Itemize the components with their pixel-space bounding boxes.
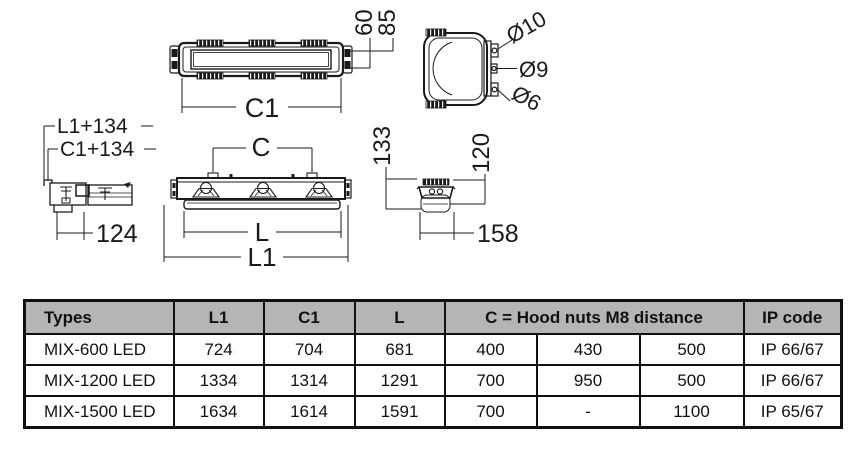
cell-l1: 1334 xyxy=(172,364,265,397)
dim-label-60: 60 xyxy=(351,9,378,36)
table-row: MIX-600 LED 724 704 681 400 430 500 IP 6… xyxy=(23,333,843,366)
cell-cc: 500 xyxy=(638,364,745,397)
table-header-row: Types L1 C1 L C = Hood nuts M8 distance … xyxy=(23,299,843,335)
end-profile-drawing: 133 120 158 xyxy=(369,126,519,248)
spec-table: Types L1 C1 L C = Hood nuts M8 distance … xyxy=(23,299,843,429)
cell-l1: 724 xyxy=(172,333,265,366)
dim-label-dia9: Ø9 xyxy=(519,57,548,82)
cell-l1: 1634 xyxy=(172,395,265,429)
cell-c1: 1314 xyxy=(262,364,356,397)
table-row: MIX-1200 LED 1334 1314 1291 700 950 500 … xyxy=(23,364,843,397)
mounting-plate xyxy=(483,40,499,97)
col-header-types: Types xyxy=(23,299,175,335)
dim-label-124: 124 xyxy=(96,220,138,248)
side-view-drawing: C L L1 xyxy=(163,132,352,272)
dim-label-c1-134: C1+134 xyxy=(60,138,134,161)
col-header-l1: L1 xyxy=(172,299,265,335)
dim-133-lines xyxy=(385,167,421,210)
cell-ca: 400 xyxy=(443,333,538,366)
bracket-callout-lines xyxy=(43,125,156,181)
dim-label-c: C xyxy=(252,132,271,162)
cell-ip: IP 65/67 xyxy=(742,395,843,429)
col-header-l: L xyxy=(353,299,446,335)
dim-c-lines xyxy=(212,147,313,172)
dim-label-l1-134: L1+134 xyxy=(57,115,128,138)
dim-label-158: 158 xyxy=(477,220,519,248)
dim-120-lines xyxy=(450,174,486,205)
dim-label-l1: L1 xyxy=(248,242,277,272)
latch-clamps xyxy=(191,181,334,198)
cell-ip: IP 66/67 xyxy=(742,333,843,366)
dim-label-dia6: Ø6 xyxy=(508,80,546,116)
dim-158-lines xyxy=(419,212,474,240)
dim-c1 xyxy=(181,78,342,113)
col-header-c1: C1 xyxy=(262,299,356,335)
dim-label-85: 85 xyxy=(374,9,401,36)
table-row: MIX-1500 LED 1634 1614 1591 700 - 1100 I… xyxy=(23,395,843,429)
cell-type: MIX-1500 LED xyxy=(23,395,175,429)
col-header-c-distance: C = Hood nuts M8 distance xyxy=(443,299,745,335)
mounting-clips xyxy=(196,39,328,80)
cell-cb: 950 xyxy=(535,364,641,397)
cell-cb: - xyxy=(535,395,641,429)
dim-124-lines xyxy=(56,212,93,240)
technical-drawing: C1 60 85 Ø xyxy=(43,6,551,272)
cell-ca: 700 xyxy=(443,364,538,397)
cell-l: 1291 xyxy=(353,364,446,397)
dim-label-133: 133 xyxy=(369,126,396,166)
cell-ca: 700 xyxy=(443,395,538,429)
end-view-drawing: Ø10 Ø9 Ø6 xyxy=(423,6,551,116)
dim-label-c1: C1 xyxy=(245,93,280,123)
dim-label-l: L xyxy=(255,217,269,247)
cell-l: 681 xyxy=(353,333,446,366)
col-header-ip-code: IP code xyxy=(742,299,843,335)
dim-label-120: 120 xyxy=(468,133,495,173)
dim-l1-lines xyxy=(163,205,349,262)
cell-c1: 1614 xyxy=(262,395,356,429)
diameter-leaders xyxy=(497,39,517,102)
cell-cc: 500 xyxy=(638,333,745,366)
cell-ip: IP 66/67 xyxy=(742,364,843,397)
plan-view-drawing: C1 60 85 xyxy=(169,9,401,123)
cell-c1: 704 xyxy=(262,333,356,366)
cell-cb: 430 xyxy=(535,333,641,366)
cell-type: MIX-600 LED xyxy=(23,333,175,366)
dim-60-85-lines xyxy=(346,38,394,69)
cell-l: 1591 xyxy=(353,395,446,429)
dim-l-lines xyxy=(183,211,342,238)
cell-type: MIX-1200 LED xyxy=(23,364,175,397)
mount-detail-drawing: L1+134 C1+134 124 xyxy=(43,115,156,248)
bracket-end-profile xyxy=(43,179,133,213)
end-latches xyxy=(169,45,353,74)
cell-cc: 1100 xyxy=(638,395,745,429)
